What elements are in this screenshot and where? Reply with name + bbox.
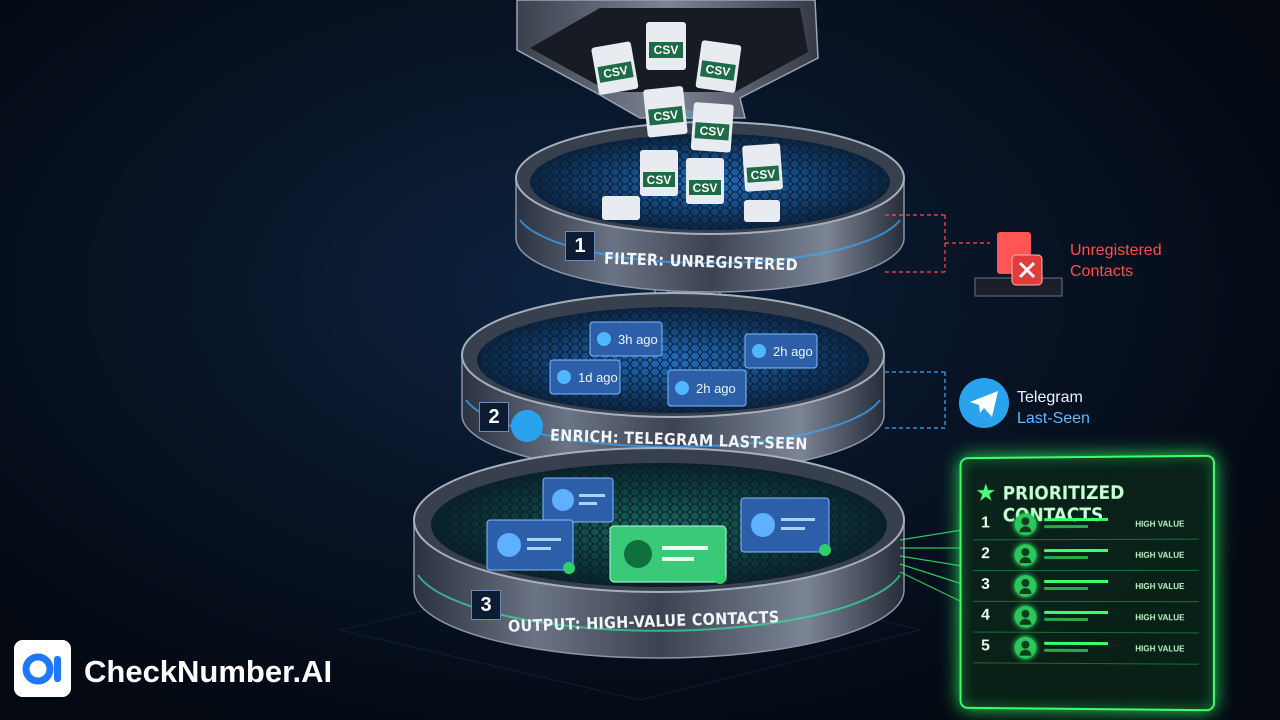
name-bar [1044, 641, 1108, 646]
name-bar [1044, 579, 1108, 583]
telegram-icon [959, 378, 1009, 428]
telegram-last-seen-label: Telegram Last-Seen [1017, 387, 1090, 429]
rank-number: 5 [981, 637, 990, 655]
unregistered-contacts-label: Unregistered Contacts [1070, 240, 1162, 282]
high-value-tag: HIGH VALUE [1135, 613, 1185, 623]
avatar-icon [1014, 605, 1037, 628]
high-value-tag: HIGH VALUE [1135, 550, 1185, 560]
detail-bar [1044, 586, 1088, 591]
csv-label: CSV [693, 181, 718, 195]
csv-label: CSV [654, 43, 679, 57]
brand-name: CheckNumber.AI [84, 654, 333, 689]
star-icon: ★ [975, 479, 997, 507]
row-divider [973, 569, 1199, 572]
telegram-line1: Telegram [1017, 389, 1083, 406]
last-seen-text: 1d ago [578, 370, 618, 385]
rank-number: 1 [981, 514, 990, 532]
name-bar [1044, 610, 1108, 615]
telegram-line2: Last-Seen [1017, 410, 1090, 427]
stage-3-number: 3 [471, 590, 501, 620]
prioritized-row: 5 HIGH VALUE [973, 634, 1199, 665]
prioritized-row: 3 HIGH VALUE [973, 572, 1199, 603]
prioritized-row: 2 HIGH VALUE [973, 541, 1199, 572]
detail-bar [1044, 555, 1088, 560]
unregistered-line2: Contacts [1070, 263, 1134, 280]
unregistered-line1: Unregistered [1070, 242, 1162, 259]
avatar-icon [1014, 575, 1037, 597]
row-divider [973, 662, 1199, 665]
stage-2-number: 2 [479, 402, 509, 432]
detail-bar [1044, 648, 1088, 653]
avatar-icon [1014, 513, 1037, 536]
name-bar [1044, 548, 1108, 553]
unregistered-tray [974, 232, 1063, 297]
detail-bar [1044, 617, 1088, 622]
last-seen-text: 2h ago [773, 344, 813, 359]
rank-number: 2 [981, 545, 990, 563]
csv-label: CSV [602, 63, 629, 81]
detail-bar [1044, 524, 1088, 529]
avatar-icon [1014, 544, 1037, 567]
brand-logo [14, 640, 71, 697]
csv-label: CSV [647, 173, 672, 187]
contact-cards [486, 477, 831, 584]
last-seen-cards: 3h ago 2h ago 1d ago 2h ago [549, 321, 818, 407]
csv-label: CSV [750, 167, 776, 183]
high-value-tag: HIGH VALUE [1135, 644, 1185, 654]
csv-label: CSV [653, 108, 679, 125]
last-seen-text: 2h ago [696, 381, 736, 396]
csv-label: CSV [705, 62, 731, 79]
prioritized-row: 1 HIGH VALUE [973, 509, 1199, 541]
last-seen-text: 3h ago [618, 332, 658, 347]
csv-label: CSV [699, 123, 725, 139]
prioritized-row: 4 HIGH VALUE [973, 603, 1199, 634]
name-bar [1044, 517, 1108, 522]
high-value-tag: HIGH VALUE [1135, 581, 1185, 592]
brand-logo-icon [14, 640, 71, 697]
stage-1-number: 1 [565, 231, 595, 261]
stage-2-telegram-icon [511, 410, 543, 442]
csv-files: CSV CSV CSV CSV CSV CSV CSV CSV [591, 22, 783, 222]
high-value-tag: HIGH VALUE [1135, 519, 1185, 529]
rank-number: 4 [981, 606, 990, 624]
rank-number: 3 [981, 576, 990, 593]
avatar-icon [1014, 636, 1037, 659]
